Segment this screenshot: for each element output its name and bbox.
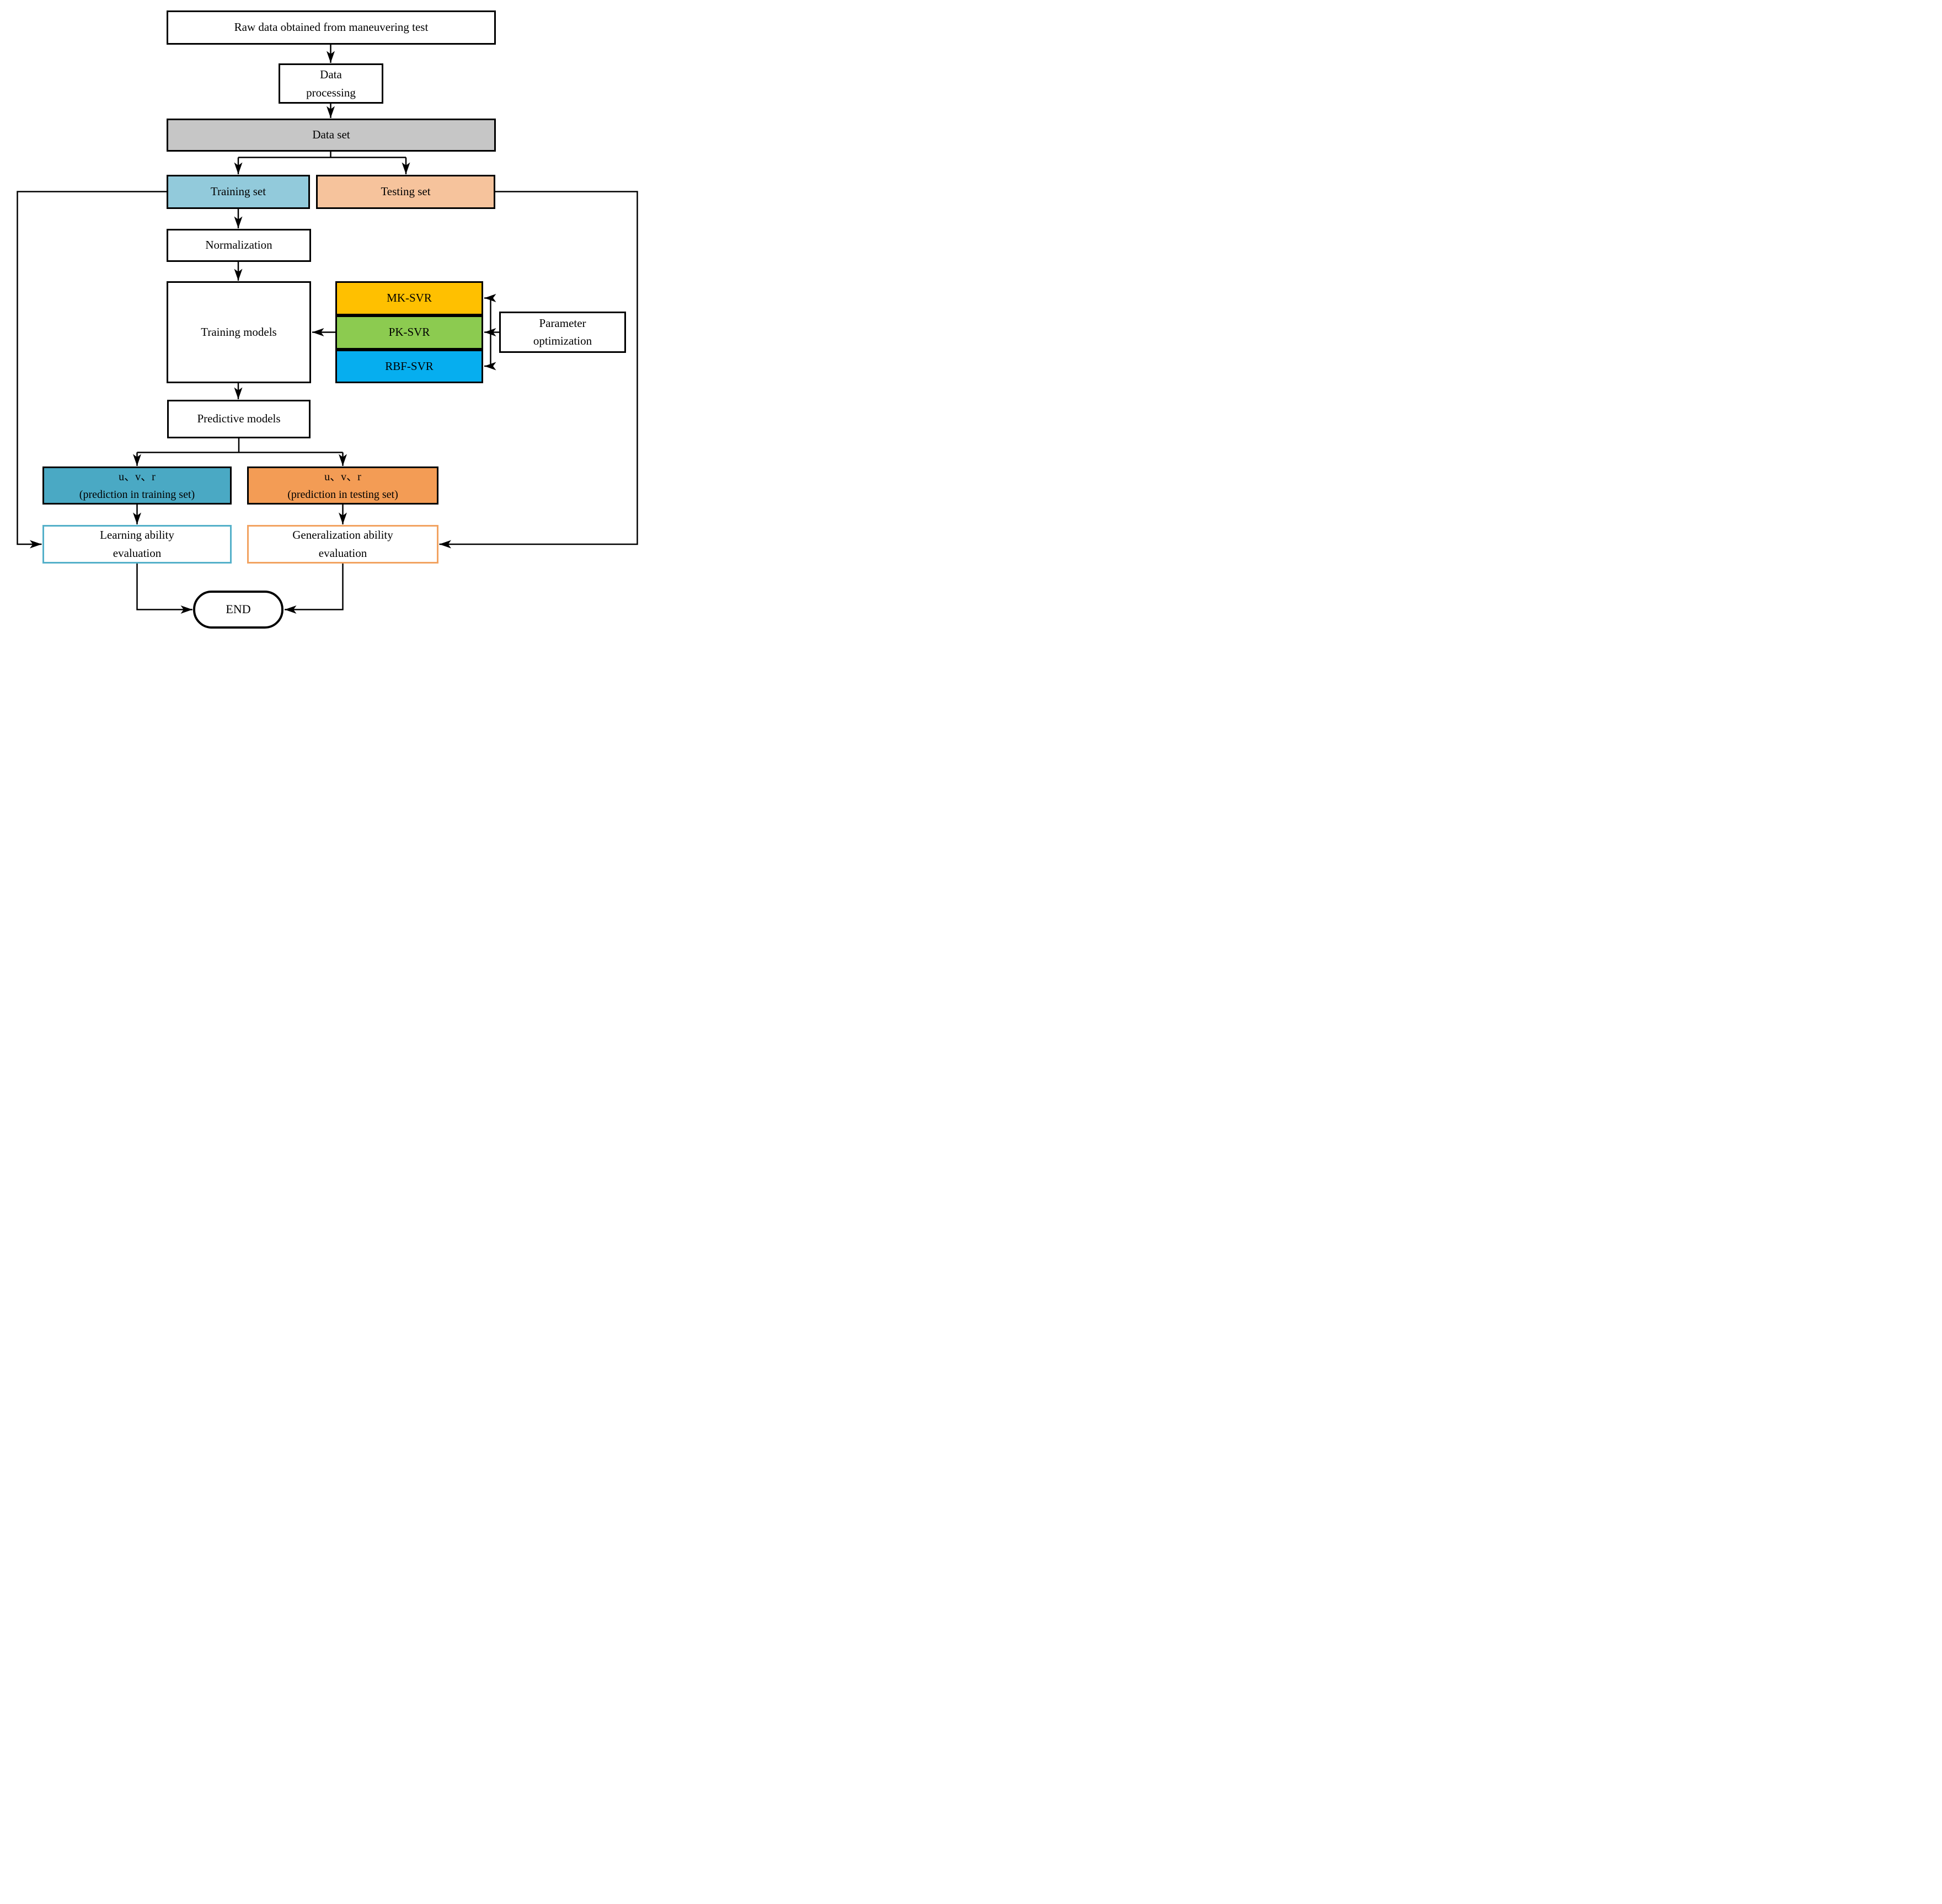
data-processing-label: Data processing — [306, 67, 356, 99]
uvr-prediction-training-label: u、v、r (prediction in training set) — [79, 470, 195, 501]
rbf-svr-box: RBF-SVR — [335, 350, 483, 383]
generalization-evaluation-box: Generalization ability evaluation — [247, 525, 438, 564]
mk-svr-label: MK-SVR — [387, 291, 432, 305]
raw-data-box: Raw data obtained from maneuvering test — [167, 10, 496, 45]
end-terminator: END — [193, 591, 283, 629]
pk-svr-box: PK-SVR — [335, 315, 483, 350]
predictive-models-label: Predictive models — [197, 412, 281, 426]
parameter-optimization-box: Parameter optimization — [499, 312, 626, 353]
flowchart-canvas: Raw data obtained from maneuvering test … — [0, 0, 648, 635]
normalization-box: Normalization — [167, 229, 311, 262]
connector-lines — [17, 45, 638, 614]
normalization-label: Normalization — [205, 238, 272, 252]
uvr-prediction-testing-box: u、v、r (prediction in testing set) — [247, 466, 438, 505]
training-set-box: Training set — [167, 175, 310, 209]
feedback-testing-set-to-generalization — [439, 191, 638, 549]
uvr-prediction-testing-label: u、v、r (prediction in testing set) — [287, 470, 398, 501]
learning-evaluation-box: Learning ability evaluation — [42, 525, 232, 564]
data-set-box: Data set — [167, 119, 496, 152]
testing-set-box: Testing set — [316, 175, 495, 209]
mk-svr-box: MK-SVR — [335, 281, 483, 315]
arrow-generalization-to-end — [285, 564, 344, 614]
uvr-prediction-training-box: u、v、r (prediction in training set) — [42, 466, 232, 505]
learning-evaluation-label: Learning ability evaluation — [100, 528, 174, 560]
raw-data-label: Raw data obtained from maneuvering test — [234, 20, 429, 34]
data-set-label: Data set — [312, 128, 350, 142]
testing-set-label: Testing set — [381, 185, 431, 199]
rbf-svr-label: RBF-SVR — [385, 359, 434, 373]
pk-svr-label: PK-SVR — [388, 325, 430, 339]
parameter-optimization-label: Parameter optimization — [533, 317, 592, 347]
training-models-label: Training models — [201, 325, 277, 339]
feedback-training-set-to-learning — [17, 191, 167, 549]
data-processing-box: Data processing — [279, 63, 383, 104]
arrow-learning-to-end — [136, 564, 192, 614]
generalization-evaluation-label: Generalization ability evaluation — [292, 528, 393, 560]
training-models-box: Training models — [167, 281, 311, 383]
predictive-models-box: Predictive models — [167, 400, 311, 438]
end-label: END — [226, 602, 251, 616]
training-set-label: Training set — [210, 185, 266, 199]
